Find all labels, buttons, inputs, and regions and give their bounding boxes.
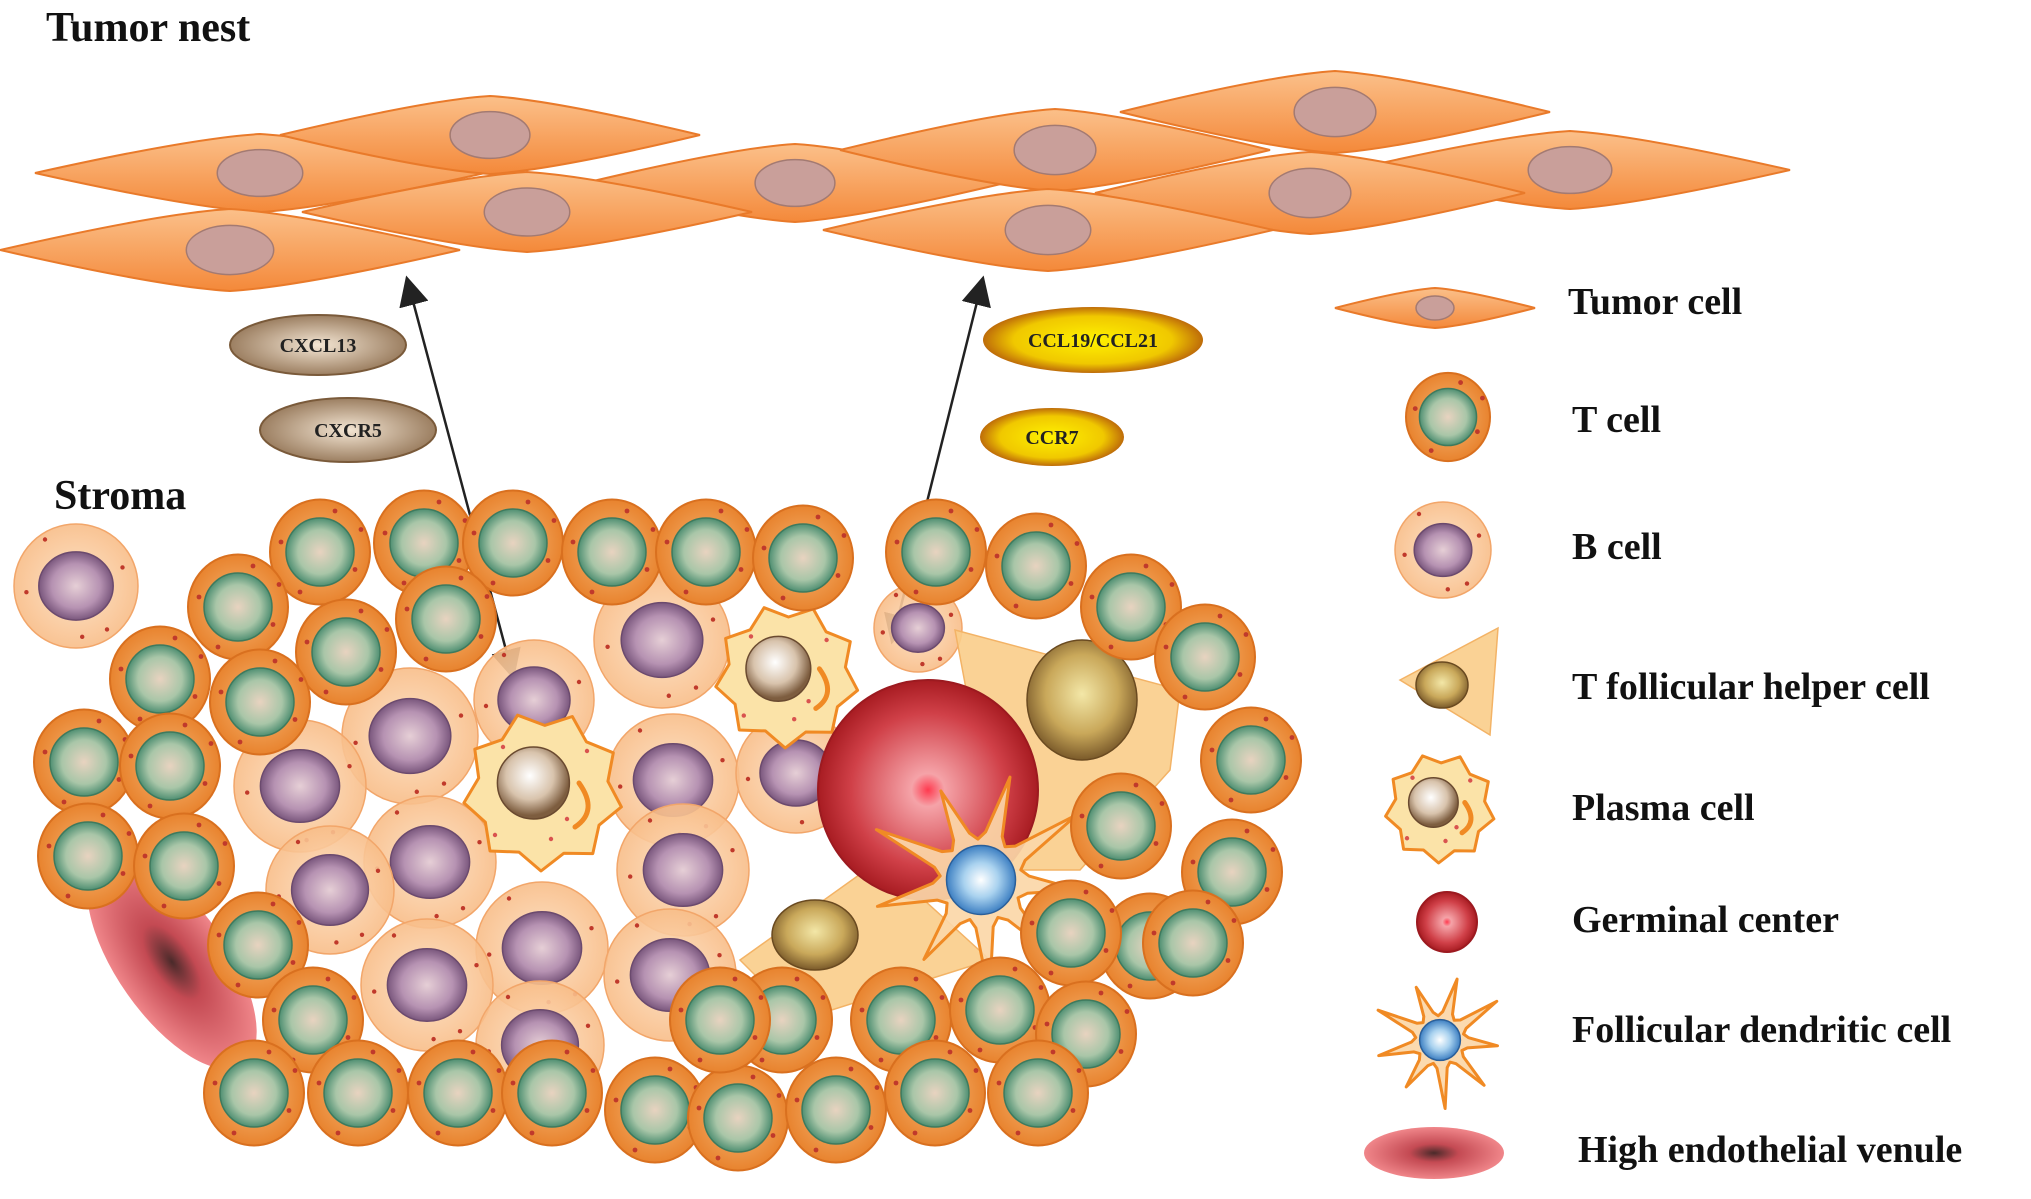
t-cell-group [33,489,1302,1172]
tumor-cell [279,94,701,176]
t-cell [1154,603,1256,711]
legend-label-t-cell: T cell [1572,399,1662,441]
legend-label-fdc: Follicular dendritic cell [1572,1009,1952,1051]
legend-icon-t-cell [1405,371,1491,463]
legend-icon-tumor-cell [1334,286,1536,330]
hev-group [87,854,257,1070]
legend-label-tumor-cell: Tumor cell [1568,281,1743,323]
legend-label-plasma-cell: Plasma cell [1572,787,1755,829]
legend-icons [1334,286,1536,1179]
legend-label-germinal-center: Germinal center [1572,899,1839,941]
tumor-cell [822,187,1274,273]
t-cell [752,504,854,612]
t-cell [785,1056,887,1164]
t-cell [1142,889,1244,997]
b-cell [616,803,750,937]
t-cell [187,553,289,661]
b-cell [363,795,497,929]
cxcr5-pill: CXCR5 [259,397,437,463]
t-cell [203,1039,305,1147]
t-cell [307,1039,409,1147]
t-cell [669,966,771,1074]
t-cell [987,1039,1089,1147]
t-cell [462,489,564,597]
t-cell [1020,879,1122,987]
plasma-cell [462,713,623,873]
t-cell [884,1039,986,1147]
legend-icon-high-endothelial-venule [1364,1127,1504,1179]
high-endothelial-venule [87,854,257,1070]
tumor-cell [1119,69,1551,155]
legend-icon-plasma-cell [1384,754,1496,865]
t-cell [687,1064,789,1172]
t-cell [295,598,397,706]
t-cell [33,708,135,816]
follicular-dendritic-cell [874,775,1080,998]
legend-icon-b-cell [1394,501,1492,599]
t-cell [133,812,235,920]
svg-text:CXCR5: CXCR5 [314,420,382,442]
legend-icon-follicular-dendritic-cell [1376,977,1499,1110]
b-cell [475,881,609,1015]
t-cell [119,712,221,820]
t-cell [269,498,371,606]
b-cell [233,719,367,853]
stroma-title: Stroma [54,473,187,519]
t-cell [655,498,757,606]
legend-icon-t-follicular-helper-cell [1398,626,1499,737]
tumor-nest-title: Tumor nest [46,5,251,51]
b-cell [360,918,494,1052]
svg-text:CCL19/CCL21: CCL19/CCL21 [1028,330,1158,352]
ccr7-pill: CCR7 [980,408,1124,466]
plasma-cell [714,606,860,750]
t-cell [407,1039,509,1147]
t-cell [395,565,497,673]
t-cell [561,498,663,606]
t-cell [1200,706,1302,814]
t-cell [885,498,987,606]
tumor-cell [839,107,1271,193]
legend-icon-germinal-center [1416,891,1478,953]
svg-text:CXCL13: CXCL13 [280,335,357,357]
t-cell [850,966,952,1074]
tumor-cell [301,170,753,254]
legend-label-tfh-cell: T follicular helper cell [1572,666,1930,708]
svg-text:CCR7: CCR7 [1025,427,1078,449]
tumor-nest-group [0,69,1791,293]
t-cell [501,1039,603,1147]
t-cell [949,956,1051,1064]
b-cell [13,523,139,649]
legend-label-b-cell: B cell [1572,526,1662,568]
t-cell [207,891,309,999]
t-cell [209,648,311,756]
b-cell [341,667,479,805]
t-cell [37,802,139,910]
t-cell [604,1056,706,1164]
t-cell [1080,553,1182,661]
tumor-cell [0,207,461,293]
ccl19-ccl21-pill: CCL19/CCL21 [983,307,1203,373]
b-cell [873,583,963,673]
legend-label-hev: High endothelial venule [1578,1129,1963,1171]
t-cell [1070,772,1172,880]
b-cell [593,571,731,709]
t-cell [985,512,1087,620]
cxcl13-pill: CXCL13 [229,314,407,376]
t-cell [109,625,211,733]
